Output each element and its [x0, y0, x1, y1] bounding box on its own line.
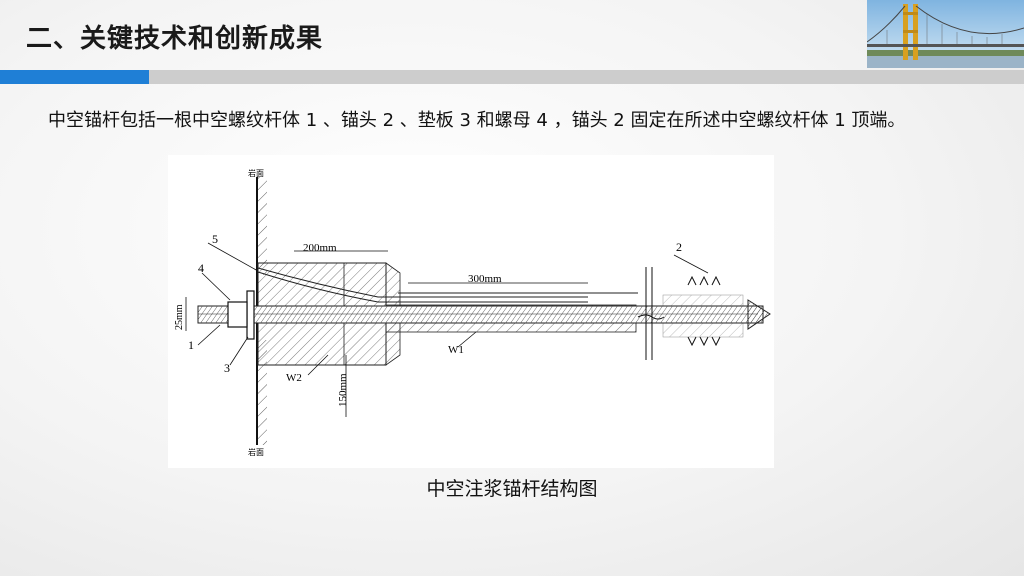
figure-caption: 中空注浆锚杆结构图	[426, 478, 598, 500]
dimension-lines	[185, 250, 588, 417]
header-photo	[867, 0, 1024, 68]
label-w1: W1	[448, 344, 464, 356]
body-paragraph: 中空锚杆包括一根中空螺纹杆体 1 、锚头 2 、垫板 3 和螺母 4 ，锚头 2…	[48, 110, 906, 131]
bridge-photo-image	[867, 0, 1024, 68]
leader-lines	[197, 242, 709, 376]
callout-2: 2	[676, 240, 682, 254]
rock-bottom-label: 岩面	[248, 447, 264, 457]
nut	[227, 301, 248, 328]
hollow-bar	[197, 299, 771, 330]
label-w2: W2	[286, 372, 302, 384]
anchor-structure-diagram: 岩面 岩面	[174, 168, 771, 457]
callout-1: 1	[188, 338, 194, 352]
divider-bar	[149, 70, 1024, 84]
dimension-200mm: 200mm	[303, 242, 337, 254]
callout-4: 4	[198, 261, 204, 275]
accent-bar	[0, 70, 149, 84]
anchor-head	[637, 267, 721, 360]
grout-pipe	[257, 267, 638, 303]
figure-frame: 岩面 岩面	[168, 155, 774, 468]
page-title: 二、关键技术和创新成果	[26, 24, 324, 54]
bearing-plate	[246, 290, 255, 340]
dimension-300mm: 300mm	[468, 273, 502, 285]
dimension-150mm: 150mm	[337, 373, 349, 407]
callout-5: 5	[212, 232, 218, 246]
dimension-25mm: 25mm	[174, 304, 185, 330]
callout-3: 3	[224, 361, 230, 375]
rock-top-label: 岩面	[248, 168, 264, 178]
